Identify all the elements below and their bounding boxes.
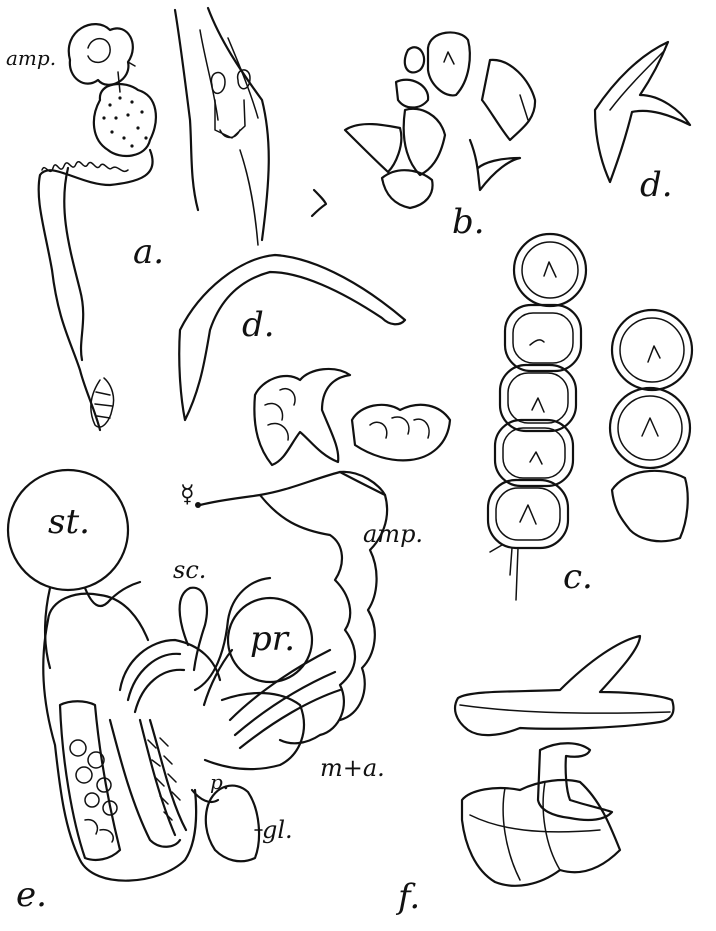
tooth-b-4 — [345, 124, 401, 172]
label-m-a: m+a. — [320, 756, 385, 780]
tooth-cluster-left — [254, 369, 350, 465]
tooth-c-4-inner — [503, 428, 565, 478]
tooth-cluster-right-detail — [370, 417, 429, 438]
ampulla-inner-coil — [88, 39, 110, 63]
label-amp-e: amp. — [363, 522, 423, 546]
jaw-plate-mid — [179, 255, 405, 420]
label-hermaphrodite-symbol: ☿ — [180, 482, 195, 506]
tooth-row-f — [462, 780, 620, 886]
tooth-c-2-cusp — [530, 340, 544, 345]
jaw-plate-f-top — [455, 636, 673, 735]
label-st: st. — [48, 505, 90, 539]
body-outline-left — [175, 10, 198, 210]
tooth-column-left — [488, 234, 586, 600]
tooth-c-1-cusp — [544, 262, 556, 277]
penis-cell-3 — [76, 767, 92, 783]
tooth-c-stalk — [490, 545, 518, 600]
tooth-b-7 — [470, 140, 520, 190]
tooth-b-3-edge — [520, 95, 528, 120]
tooth-column-right — [610, 310, 692, 541]
tooth-b-6 — [382, 170, 433, 208]
panel-label-b: b. — [452, 205, 485, 239]
panel-label-f: f. — [398, 880, 420, 914]
tooth-cluster-left-detail — [265, 389, 295, 440]
panel-c-drawing — [488, 234, 692, 600]
tooth-c-5-inner — [496, 488, 560, 540]
tooth-c-7 — [610, 388, 690, 468]
panel-d-top-drawing — [595, 42, 690, 182]
panel-f-drawing — [455, 636, 673, 886]
tooth-c-2 — [505, 305, 581, 371]
tooth-c-2-inner — [513, 313, 573, 363]
jaw-plate-f-ridge — [460, 705, 670, 713]
tooth-c-1-inner — [522, 242, 578, 298]
panel-b-drawing — [345, 32, 535, 208]
tooth-c-5 — [488, 480, 568, 548]
tooth-c-8 — [612, 471, 688, 541]
panel-d-mid-drawing — [179, 255, 450, 465]
hermaphrodite-duct-outer — [64, 168, 83, 360]
vestibule — [91, 378, 114, 427]
albumen-stipple — [102, 96, 147, 147]
gland-gl — [206, 786, 259, 862]
panel-label-d-top: d. — [640, 168, 673, 202]
tooth-c-1 — [514, 234, 586, 306]
body-outline-right — [208, 8, 269, 240]
tooth-row-f-divisions — [470, 782, 600, 880]
panel-a-drawing — [39, 24, 156, 430]
albumen-gland — [94, 84, 156, 156]
jaw-plate-top — [595, 42, 690, 182]
label-gl: gl. — [262, 818, 293, 842]
panel-label-e: e. — [16, 878, 47, 912]
tooth-c-3-cusp — [532, 398, 544, 412]
penis-coil — [85, 820, 113, 842]
tooth-b-5 — [404, 109, 445, 175]
label-amp-a: amp. — [6, 48, 56, 68]
panel-b-left-drawing — [175, 8, 326, 245]
tooth-c-7-inner — [618, 396, 682, 460]
label-sc: sc. — [173, 558, 206, 582]
tooth-c-7-cusp — [642, 418, 658, 436]
hermaphrodite-gland-point — [195, 502, 201, 508]
hermaphrodite-duct-e — [200, 472, 385, 505]
penis-cell-1 — [70, 740, 86, 756]
spermatheca-gland-sc — [180, 588, 207, 670]
tooth-c-4-cusp — [530, 452, 542, 464]
panel-label-a: a. — [133, 235, 164, 269]
lower-tube — [240, 150, 258, 245]
panel-label-c: c. — [563, 560, 593, 594]
label-p: p. — [210, 772, 229, 792]
tooth-b-1-cusp — [444, 52, 454, 64]
albumen-mass-m-a — [205, 693, 304, 769]
tooth-b-3 — [482, 60, 535, 140]
panel-label-d-mid: d. — [242, 308, 275, 342]
penis-cell-5 — [85, 793, 99, 807]
tooth-c-6-cusp — [648, 346, 660, 362]
small-tooth — [312, 190, 326, 216]
ampulla-coils — [69, 24, 133, 85]
atrium-outline — [43, 594, 196, 881]
tooth-b-1 — [428, 32, 470, 95]
label-pr: pr. — [250, 622, 295, 656]
tooth-cluster-right — [352, 405, 450, 461]
tooth-c-5-cusp — [520, 505, 536, 524]
tooth-b-2 — [396, 47, 428, 107]
